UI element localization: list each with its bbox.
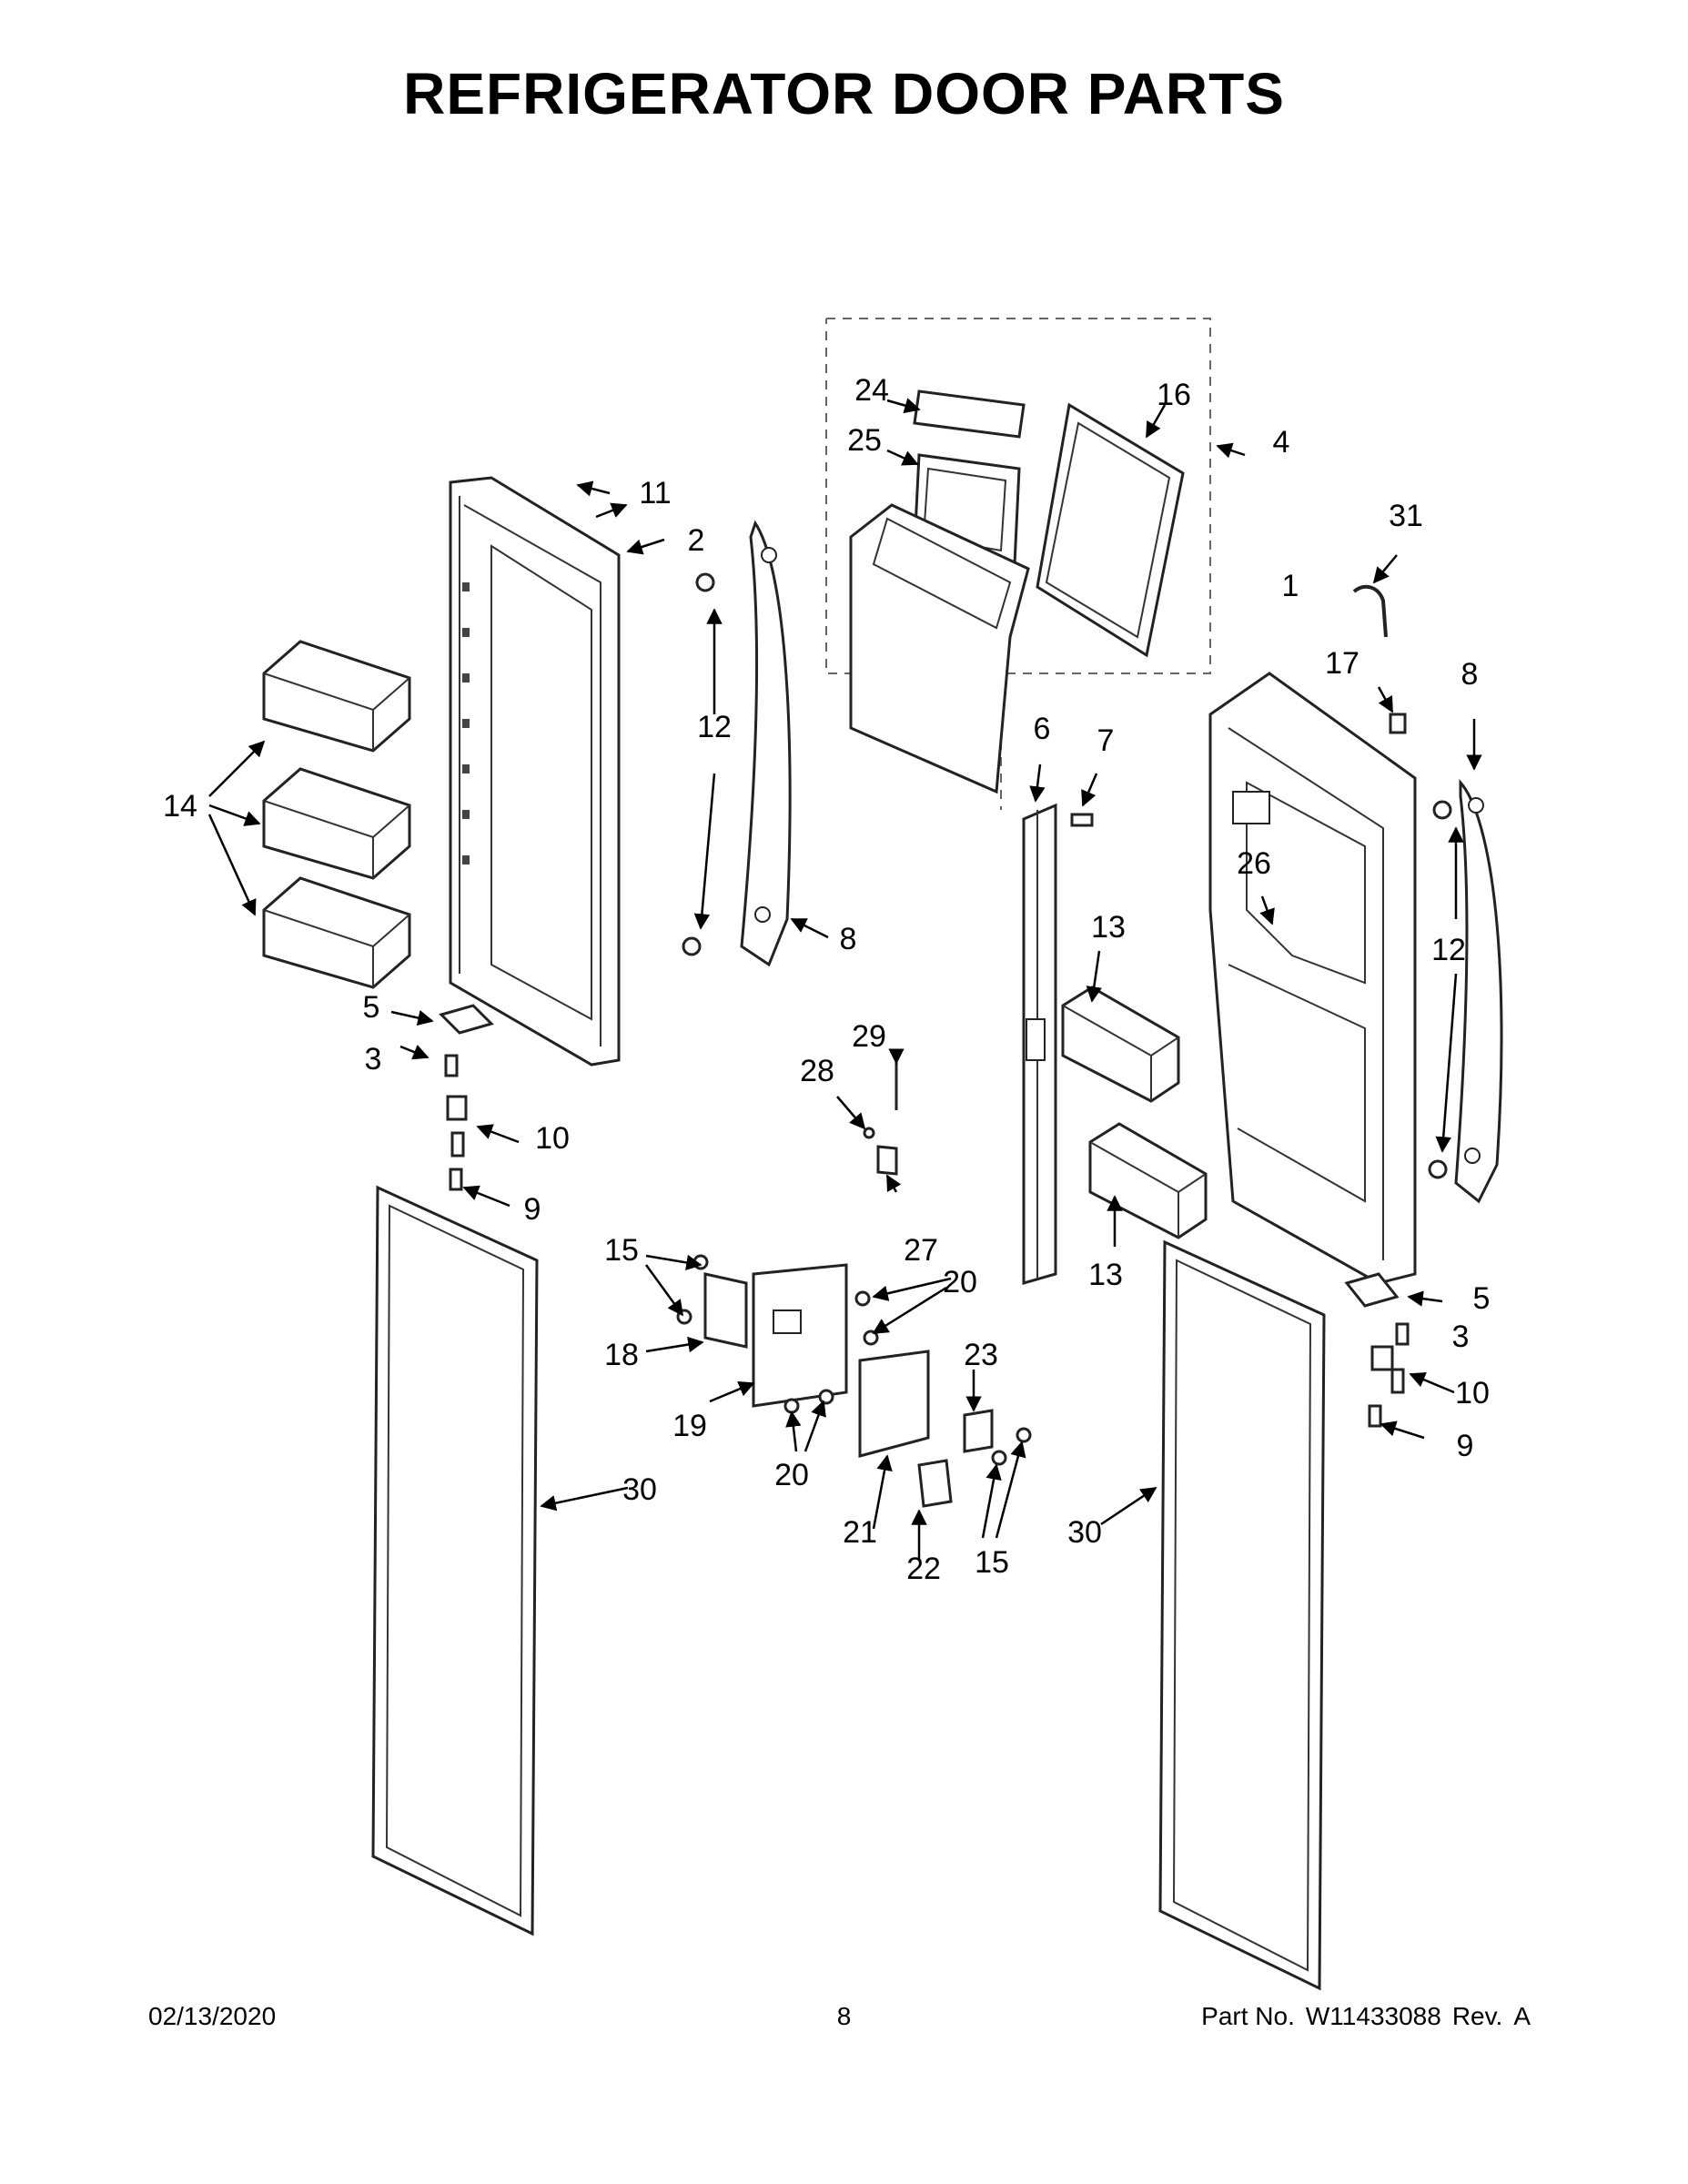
callout-13-lower: 13 bbox=[1088, 1258, 1123, 1292]
callout-14: 14 bbox=[163, 789, 197, 824]
callout-23: 23 bbox=[964, 1338, 998, 1372]
callout-10-right: 10 bbox=[1455, 1376, 1490, 1410]
right-handle bbox=[1454, 778, 1503, 1204]
door-bins bbox=[262, 640, 411, 989]
footer-part-number: Part No. W11433088 Rev. A bbox=[1190, 2002, 1531, 2031]
callout-19: 19 bbox=[672, 1409, 707, 1443]
callout-9-right: 9 bbox=[1457, 1429, 1474, 1463]
callout-13-upper: 13 bbox=[1091, 910, 1126, 945]
callout-8-left: 8 bbox=[840, 922, 857, 956]
callout-12-right: 12 bbox=[1431, 933, 1466, 967]
callout-5-left: 5 bbox=[363, 990, 380, 1025]
callout-2: 2 bbox=[688, 523, 705, 558]
dispenser-controls bbox=[676, 1060, 1032, 1508]
center-mullion bbox=[1022, 803, 1094, 1285]
right-hinge-parts bbox=[1344, 1272, 1410, 1428]
callout-8-right: 8 bbox=[1461, 657, 1479, 692]
left-mount-studs bbox=[682, 572, 715, 956]
callout-25: 25 bbox=[847, 423, 882, 458]
left-door-assembly bbox=[449, 476, 621, 1067]
right-door-gasket bbox=[1158, 1239, 1326, 1991]
left-door-gasket bbox=[371, 1185, 539, 1936]
callout-3-right: 3 bbox=[1452, 1320, 1470, 1354]
callout-30-right: 30 bbox=[1067, 1515, 1102, 1550]
callout-15-upper: 15 bbox=[604, 1233, 639, 1268]
callout-20-upper: 20 bbox=[943, 1265, 977, 1299]
callout-18: 18 bbox=[604, 1338, 639, 1372]
callout-4: 4 bbox=[1273, 425, 1290, 460]
dispenser-housing-parts bbox=[849, 389, 1185, 794]
left-door-shelf-clips bbox=[462, 582, 470, 864]
right-mount-studs bbox=[1428, 800, 1452, 1179]
callout-9-left: 9 bbox=[524, 1192, 541, 1227]
callout-6: 6 bbox=[1034, 712, 1051, 746]
part-17-plug bbox=[1389, 713, 1407, 734]
callout-15-lower: 15 bbox=[975, 1545, 1009, 1580]
callout-3-left: 3 bbox=[365, 1042, 382, 1077]
callout-5-right: 5 bbox=[1473, 1281, 1491, 1316]
callout-1: 1 bbox=[1282, 569, 1299, 603]
footer-date: 02/13/2020 bbox=[148, 2002, 277, 2030]
left-hinge-parts bbox=[439, 1004, 494, 1191]
part-31-tube bbox=[1352, 584, 1388, 638]
callout-7: 7 bbox=[1097, 723, 1115, 758]
callout-28: 28 bbox=[800, 1054, 834, 1088]
callout-26: 26 bbox=[1237, 846, 1271, 881]
callout-16: 16 bbox=[1157, 378, 1191, 412]
callout-31: 31 bbox=[1389, 499, 1423, 533]
left-handle bbox=[740, 520, 792, 967]
callout-20-lower: 20 bbox=[774, 1458, 809, 1492]
callout-10-left: 10 bbox=[535, 1121, 570, 1156]
callout-24: 24 bbox=[854, 373, 889, 408]
part-label: Part No. bbox=[1201, 2002, 1295, 2030]
footer-page-number: 8 bbox=[836, 2002, 852, 2030]
page-title: REFRIGERATOR DOOR PARTS bbox=[403, 61, 1285, 126]
right-door-bins bbox=[1061, 986, 1208, 1239]
callout-27: 27 bbox=[904, 1233, 938, 1268]
rev-value: A bbox=[1513, 2002, 1531, 2030]
rev-label: Rev. bbox=[1451, 2002, 1503, 2030]
callout-leaders bbox=[207, 398, 1482, 1561]
callout-21: 21 bbox=[843, 1515, 877, 1550]
right-door-assembly bbox=[1208, 672, 1417, 1285]
callout-11: 11 bbox=[639, 476, 671, 511]
callout-30-left: 30 bbox=[622, 1472, 657, 1507]
part-number: W11433088 bbox=[1305, 2002, 1441, 2030]
callout-12-left: 12 bbox=[697, 710, 732, 744]
callout-17: 17 bbox=[1325, 646, 1359, 681]
callout-labels: 1 2 3 3 4 5 5 6 7 8 8 9 9 10 10 11 12 12… bbox=[163, 373, 1490, 1586]
callout-29: 29 bbox=[852, 1019, 886, 1054]
callout-22: 22 bbox=[906, 1552, 941, 1586]
